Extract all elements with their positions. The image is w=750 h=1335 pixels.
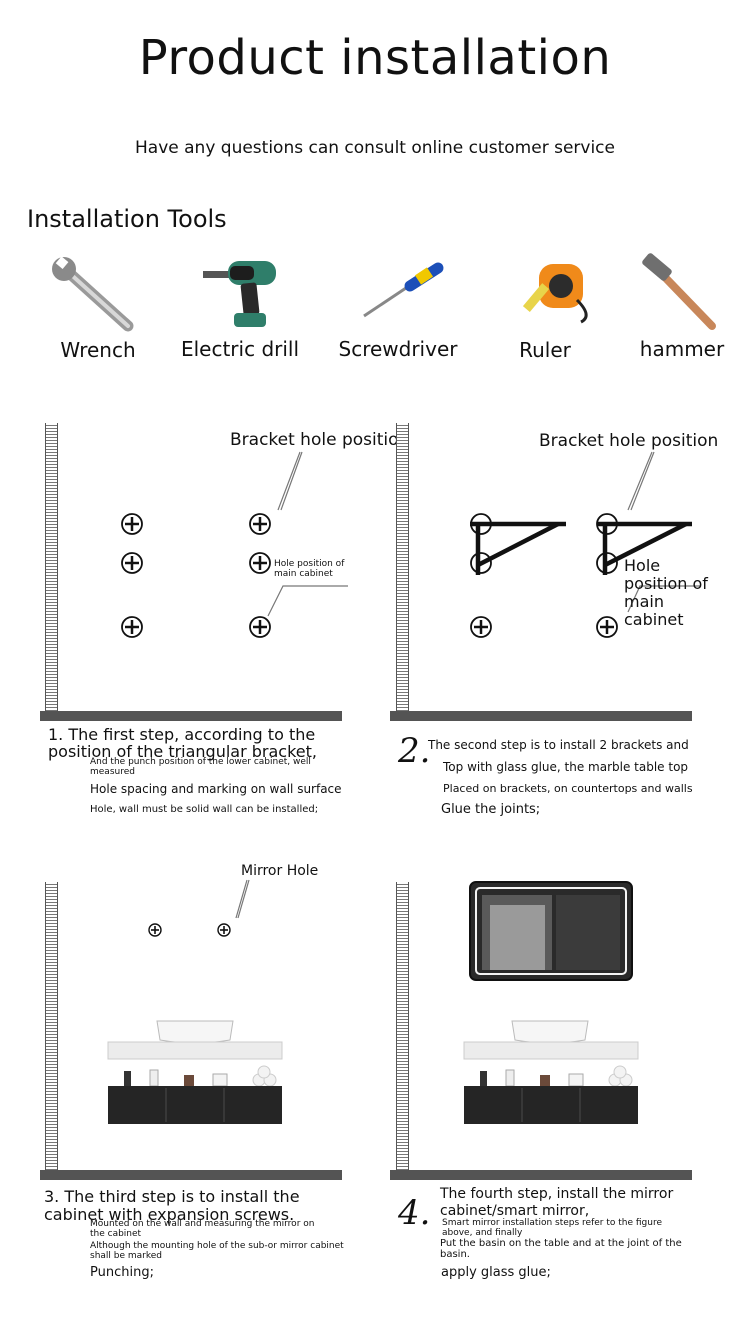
floor [40,1170,342,1180]
electric-drill-icon [203,261,276,327]
tape-measure-icon [522,264,588,324]
step4-number: 4. [398,1193,431,1233]
hole-position-label: Hole position of main cabinet [624,556,708,629]
step4-line1: The fourth step, install the mirror [440,1186,674,1202]
tool-label-ruler: Ruler [519,338,571,362]
floor [40,711,342,721]
tools-heading: Installation Tools [27,205,227,233]
step3-note1: Mounted on the wall and measuring the mi… [90,1219,315,1239]
step2-number: 2. [398,731,431,771]
hole-position-label: Hole position of main cabinet [274,559,345,579]
step4-note3: apply glass glue; [441,1265,551,1280]
wall [45,882,58,1172]
step4-line2: cabinet/smart mirror, [440,1203,590,1219]
floor [390,711,692,721]
step1-note2: Hole spacing and marking on wall surface [90,782,342,796]
floor [390,1170,692,1180]
step2-line2: Top with glass glue, the marble table to… [443,760,689,774]
step1-line2: position of the triangular bracket, [48,742,317,761]
mirror-hole-callout: Mirror Hole [241,863,319,879]
step2-line3: Placed on brackets, on countertops and w… [443,782,693,795]
step1-line1: 1. The first step, according to the [48,725,316,744]
step3-line2: cabinet with expansion screws. [44,1205,295,1224]
step3-note2: Although the mounting hole of the sub-or… [90,1241,344,1261]
bracket-hole-callout: Bracket hole position [539,431,719,451]
wall [396,882,409,1172]
step4-note2: Put the basin on the table and at the jo… [440,1238,682,1260]
step3-note3: Punching; [90,1265,154,1280]
page-subtitle: Have any questions can consult online cu… [135,138,615,158]
screwdriver-icon [363,262,444,318]
step2-line1: The second step is to install 2 brackets… [428,738,689,752]
step1-note3: Hole, wall must be solid wall can be ins… [90,804,319,815]
tool-label-hammer: hammer [639,337,725,361]
bracket-hole-callout: Bracket hole position [230,430,410,450]
page-title: Product installation [138,30,612,86]
tool-label-screwdriver: Screwdriver [338,337,458,361]
tool-label-electric-drill: Electric drill [180,337,300,361]
tool-label-wrench: Wrench [60,338,136,362]
step3-line1: 3. The third step is to install the [44,1187,300,1206]
step2-line4: Glue the joints; [441,802,541,817]
step1-note1: And the punch position of the lower cabi… [90,757,311,777]
step4-note1: Smart mirror installation steps refer to… [442,1218,662,1238]
wall [396,423,409,713]
wrench-icon [52,256,134,332]
hammer-icon [642,253,716,330]
wall [45,423,58,713]
